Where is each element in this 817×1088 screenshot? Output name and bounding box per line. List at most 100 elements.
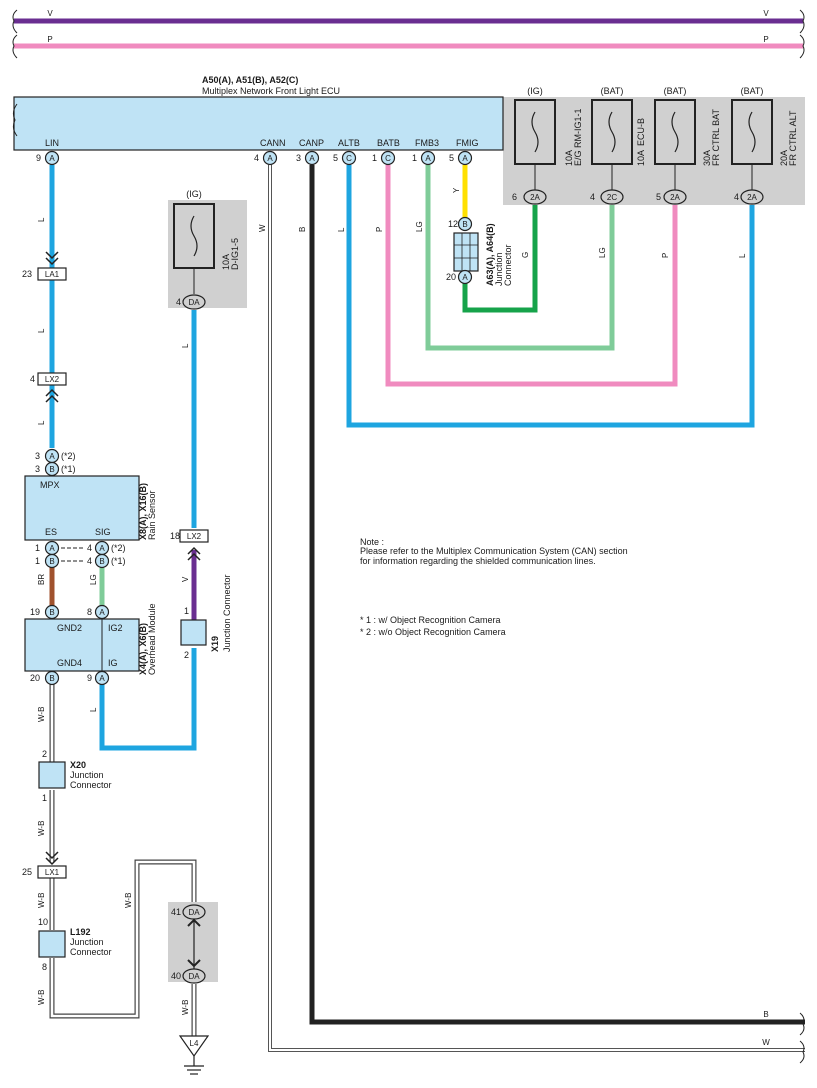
- fuse1-conn: 2A: [530, 193, 540, 202]
- wl-br: BR: [37, 574, 46, 585]
- wb-ground-wire: [49, 684, 197, 1036]
- fuse-dig-pin: 4: [176, 297, 181, 307]
- pin-fmig: 5 A: [449, 150, 473, 166]
- pin-canp: 3 A: [296, 150, 320, 166]
- fuse3-rating: 30A: [702, 150, 712, 166]
- om-ig-label: IG: [108, 658, 118, 668]
- bus-break-left-p: [12, 34, 18, 59]
- connector-lx1: 25 LX1: [22, 851, 67, 879]
- x20-subtitle: Junction: [70, 770, 104, 780]
- v-bus-label-right: V: [763, 9, 769, 18]
- x19-pin-top: 1: [184, 606, 189, 616]
- note-star2: * 2 : w/o Object Recognition Camera: [360, 627, 506, 637]
- rs-es-a-pin: 1: [35, 543, 40, 553]
- fuse-dig-rating: 10A: [221, 254, 231, 270]
- bus-break-left-v: [12, 9, 18, 34]
- rain-sensor: 3 A (*2) 3 B (*1) MPX ES SIG X8(A), X16(…: [24, 448, 157, 569]
- la1-pin: 23: [22, 269, 32, 279]
- fuse2-rating: 10A: [636, 150, 646, 166]
- a63-conn-bottom: A: [462, 273, 468, 282]
- ecu-terminal-pins: 9 A 4 A 3 A 5 C 1 C 1 A 5: [36, 150, 473, 166]
- fuse1-type: (IG): [527, 86, 543, 96]
- fuse3-pin: 5: [656, 192, 661, 202]
- pin-cann-conn: A: [267, 154, 273, 163]
- pin-cann: 4 A: [254, 150, 278, 166]
- note-line2: for information regarding the shielded c…: [360, 556, 596, 566]
- om-conn-gnd2: B: [49, 608, 54, 617]
- ecu-title: A50(A), A51(B), A52(C): [202, 75, 298, 85]
- junction-connector-a63: 12 B 20 A A63(A), A64(B) Junction Connec…: [446, 216, 513, 286]
- pin-canp-num: 3: [296, 153, 301, 163]
- wl-cann: W: [258, 224, 267, 232]
- ecu-subtitle: Multiplex Network Front Light ECU: [202, 86, 340, 96]
- fuse1-name: E/G RM-IG1-1: [573, 108, 583, 166]
- wl-wb3: W-B: [37, 893, 46, 908]
- ecu-body: [13, 96, 504, 151]
- om-subtitle: Overhead Module: [147, 603, 157, 675]
- rs-note-a-top: (*2): [61, 451, 76, 461]
- fuse1-rating: 10A: [564, 150, 574, 166]
- ground-name: L4: [190, 1039, 199, 1048]
- batb-wire: [385, 165, 678, 387]
- lx1-pin: 25: [22, 867, 32, 877]
- pin-lin-num: 9: [36, 153, 41, 163]
- rs-conn-b-top: B: [49, 465, 54, 474]
- fuse-dig-name: D-IG1-5: [230, 238, 240, 270]
- x20-pin-top: 2: [42, 749, 47, 759]
- ecu-term-batb: BATB: [377, 138, 400, 148]
- fuse3-conn: 2A: [670, 193, 680, 202]
- om-pin-gnd2: 19: [30, 607, 40, 617]
- fuse4-pin: 4: [734, 192, 739, 202]
- p-bus-label-right: P: [763, 35, 768, 44]
- wl-lin-1: L: [37, 217, 46, 222]
- wl-lin-3: L: [37, 420, 46, 425]
- lx2a-name: LX2: [45, 375, 60, 384]
- front-light-ecu: A50(A), A51(B), A52(C) Multiplex Network…: [12, 75, 504, 151]
- ecu-term-lin: LIN: [45, 138, 59, 148]
- top-bus-lines: V V P P: [12, 9, 805, 59]
- wl-ig: L: [89, 707, 98, 712]
- l192-subtitle2: Connector: [70, 947, 112, 957]
- om-gnd2-label: GND2: [57, 623, 82, 633]
- connector-lx2-right: 18 LX2: [170, 529, 209, 561]
- ecu-term-fmb3: FMB3: [415, 138, 439, 148]
- pin-lin-conn: A: [49, 154, 55, 163]
- wl-l2: L: [738, 253, 747, 258]
- wl-wb4: W-B: [37, 990, 46, 1005]
- fuse-dig-type: (IG): [186, 189, 202, 199]
- a63-pin-bottom: 20: [446, 272, 456, 282]
- pin-altb-conn: C: [346, 154, 352, 163]
- pin-batb-num: 1: [372, 153, 377, 163]
- wl-wb2: W-B: [37, 821, 46, 836]
- pin-fmb3-num: 1: [412, 153, 417, 163]
- x19-subtitle: Junction Connector: [222, 574, 232, 652]
- om-pin-gnd4: 20: [30, 673, 40, 683]
- wl-p2: P: [661, 253, 670, 258]
- ecu-term-fmig: FMIG: [456, 138, 479, 148]
- p-bus-label-left: P: [47, 35, 52, 44]
- note-star1: * 1 : w/ Object Recognition Camera: [360, 615, 501, 625]
- rs-subtitle: Rain Sensor: [147, 490, 157, 540]
- a63-subtitle2: Connector: [503, 244, 513, 286]
- rs-sig-a-note: (*2): [111, 543, 126, 553]
- g-wire: [462, 205, 538, 313]
- wl-wb5: W-B: [124, 893, 133, 908]
- rs-es-b-pin: 1: [35, 556, 40, 566]
- wl-fmig: Y: [452, 187, 461, 193]
- fuse1-pin: 6: [512, 192, 517, 202]
- rs-es-label: ES: [45, 527, 57, 537]
- wl-dig: L: [181, 343, 190, 348]
- fuse-dig-conn: DA: [188, 298, 200, 307]
- rs-pin-a-top: 3: [35, 451, 40, 461]
- fuse2-type: (BAT): [601, 86, 624, 96]
- fuse-e-g-rm-ig1-1: (IG) 10A E/G RM-IG1-1 6 2A: [512, 86, 583, 205]
- fuse2-pin: 4: [590, 192, 595, 202]
- om-conn-ig2: A: [99, 608, 105, 617]
- pin-batb: 1 C: [372, 150, 396, 166]
- ecu-term-cann: CANN: [260, 138, 286, 148]
- l192-title: L192: [70, 927, 91, 937]
- bottom-break-b: [799, 1012, 805, 1036]
- wl-g: G: [521, 252, 530, 258]
- da41-name: DA: [188, 908, 200, 917]
- om-gnd4-label: GND4: [57, 658, 82, 668]
